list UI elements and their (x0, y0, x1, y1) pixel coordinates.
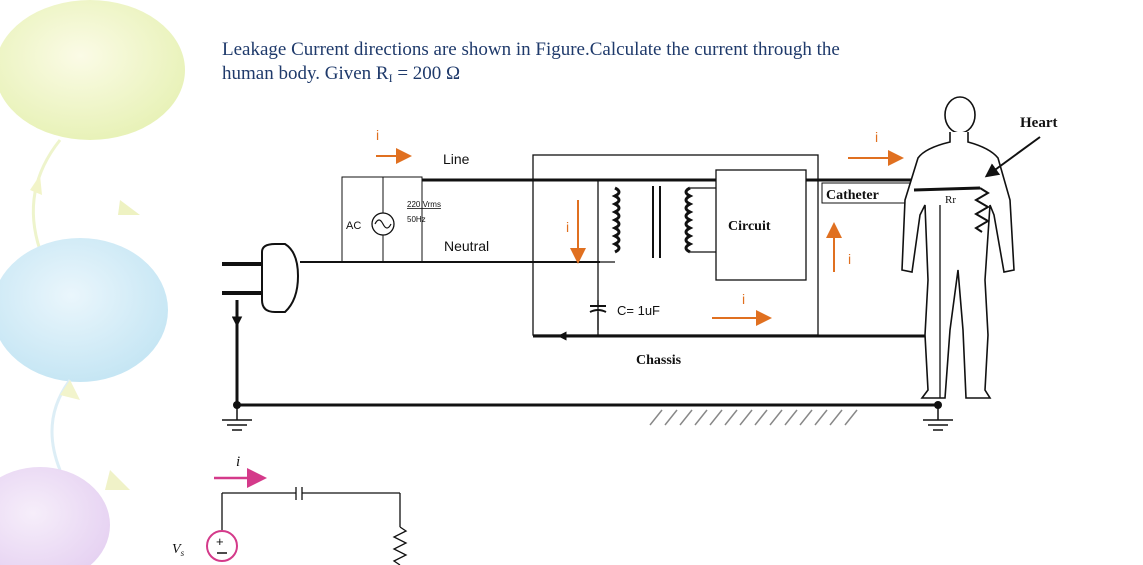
question-line-2-suffix: = 200 Ω (392, 63, 461, 84)
source-plus-icon: + (216, 534, 224, 549)
sparkle (105, 470, 130, 490)
capacitor-label: C= 1uF (617, 303, 660, 318)
current-label-chassis: i (742, 291, 745, 307)
balloon-string (50, 379, 72, 471)
sine-wave (374, 219, 392, 229)
torso (901, 132, 1015, 399)
ac-label: AC (346, 220, 361, 232)
question-line-2-prefix: human body. Given R (222, 63, 389, 84)
body-resistor-label: Rr (945, 194, 956, 206)
current-label-up: i (848, 251, 851, 267)
primary-coil (611, 186, 621, 254)
equivalent-resistor (392, 526, 408, 565)
voltage-label: 220 Vrms (407, 200, 441, 209)
circuit-label: Circuit (728, 219, 771, 234)
balloon-purple (0, 467, 110, 565)
heart-label: Heart (1020, 115, 1057, 131)
current-label-line: i (376, 127, 379, 143)
frequency-label: 50Hz (407, 215, 426, 224)
circuit-box (715, 169, 807, 281)
equivalent-current-label: i (236, 454, 240, 470)
sparkle (60, 380, 80, 400)
ground-symbol-right (923, 405, 953, 431)
secondary-coil (684, 186, 694, 254)
line-label: Line (443, 151, 470, 167)
neutral-label: Neutral (444, 238, 489, 254)
floor-hatching (649, 409, 858, 426)
catheter-label: Catheter (826, 188, 879, 203)
current-label-catheter: i (875, 129, 878, 145)
ground-symbol-left (222, 405, 252, 431)
wiring (300, 178, 940, 263)
sparkle (30, 175, 42, 195)
catheter-to-heart (913, 186, 981, 192)
resistance-subscript: I (388, 71, 393, 85)
balloon-yellow (0, 0, 185, 140)
human-body (901, 96, 1015, 399)
sparkle (118, 200, 140, 215)
equivalent-voltage-source (206, 530, 238, 562)
power-plug (222, 243, 300, 330)
question-line-1: Leakage Current directions are shown in … (222, 39, 840, 60)
equivalent-source-label-main: V (172, 542, 182, 557)
leakage-capacitor (589, 300, 607, 336)
question-text: Leakage Current directions are shown in … (222, 38, 962, 90)
equivalent-source-subscript: s (181, 548, 185, 558)
question-line-2: human body. Given RI = 200 Ω (222, 62, 962, 90)
equivalent-source-label: Vs (172, 542, 185, 558)
equivalent-circuit (221, 487, 408, 565)
current-label-primary: i (566, 219, 569, 235)
chassis-label: Chassis (636, 353, 682, 368)
body-resistor (974, 187, 990, 233)
heart-pointer (984, 136, 1041, 178)
balloon-string (31, 139, 62, 251)
balloon-blue (0, 238, 168, 382)
head (944, 96, 976, 134)
